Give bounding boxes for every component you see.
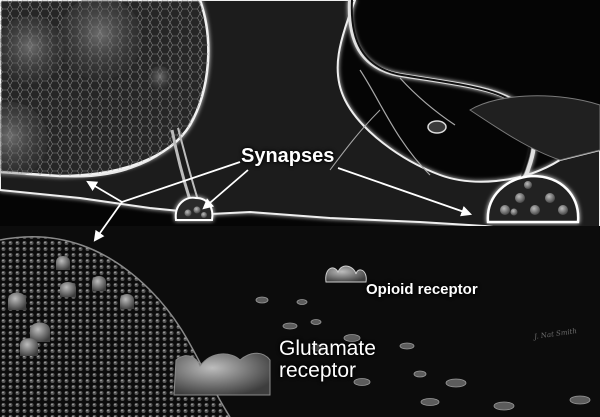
right-neuron-branch (399, 77, 456, 126)
receptor-blob (20, 338, 38, 356)
arrow-to-left-synapse-b (93, 201, 123, 242)
arrow-to-left-synapse-a (86, 180, 123, 203)
axon-fiber (170, 129, 192, 201)
synaptic-vesicle (515, 193, 525, 203)
small-vesicle (427, 120, 447, 134)
opioid-receptor-shape (325, 265, 367, 283)
membrane-wave (0, 236, 230, 417)
receptor-blob (92, 276, 106, 291)
right-hill (469, 95, 600, 161)
arrow-to-left-synapse (121, 161, 241, 203)
synaptic-vesicle (201, 212, 207, 218)
receptor-blob (30, 322, 50, 342)
vesicle-sphere (0, 102, 48, 178)
synaptic-vesicle (558, 205, 568, 215)
axon-fiber (177, 127, 199, 201)
synaptic-vesicle (184, 209, 192, 217)
right-neuron-fiber (350, 0, 532, 181)
receptor-blob (8, 292, 26, 310)
receptor-blob (56, 256, 70, 270)
floor-droplets (255, 296, 591, 411)
vesicle-sphere (148, 66, 172, 90)
synaptic-vesicle (510, 208, 518, 216)
arrow-to-right-synapse (337, 167, 473, 217)
synaptic-vesicle (524, 181, 532, 189)
right-neuron-branch (329, 109, 381, 171)
opioid-receptor-label: Opioid receptor (366, 281, 478, 298)
synaptic-vesicle (545, 193, 555, 203)
synaptic-vesicle (530, 205, 540, 215)
arrow-to-middle-synapse (202, 169, 249, 210)
synaptic-vesicle (193, 206, 201, 214)
synapses-label: Synapses (241, 145, 335, 167)
receptor-blob (60, 282, 76, 297)
vesicle-sphere (58, 0, 142, 80)
vesicle-sphere (0, 16, 64, 84)
glutamate-receptor-label: Glutamate receptor (279, 337, 376, 383)
glutamate-receptor-label-line1: Glutamate (279, 337, 376, 360)
glutamate-receptor-shape (173, 352, 271, 396)
receptor-blob (120, 294, 134, 309)
synaptic-bouton-right (486, 174, 580, 224)
synaptic-vesicle (500, 205, 510, 215)
right-neuron-branch (359, 69, 431, 176)
glutamate-receptor-label-line2: receptor (279, 359, 357, 383)
